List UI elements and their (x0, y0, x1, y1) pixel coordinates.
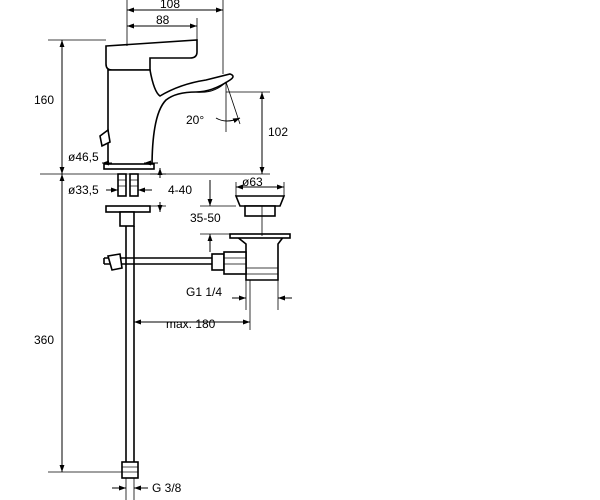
dimension-labels: 108 88 160 20° 102 ø46,5 ø33,5 4-40 ø63 … (34, 0, 288, 495)
label-hose-length: 360 (34, 333, 54, 347)
label-spout-height: 102 (268, 125, 288, 139)
label-waste-thread: G1 1/4 (186, 285, 222, 299)
shank-and-hose (105, 173, 151, 479)
label-shank-diameter: ø33,5 (68, 183, 99, 197)
label-waste-depth: 35-50 (190, 211, 221, 225)
label-hose-thread: G 3/8 (152, 481, 182, 495)
label-waste-diameter: ø63 (242, 175, 263, 189)
label-base-diameter: ø46,5 (68, 150, 99, 164)
waste-assembly (223, 195, 291, 281)
label-pull-rod-length: max. 180 (166, 317, 216, 331)
label-height-top: 160 (34, 93, 54, 107)
dimension-lines (48, 0, 292, 500)
label-spout-angle: 20° (186, 113, 204, 127)
faucet-body (40, 39, 234, 175)
pull-rod (103, 253, 225, 271)
label-total-width: 108 (160, 0, 180, 11)
label-deck-thickness: 4-40 (168, 183, 192, 197)
label-lever-width: 88 (156, 13, 170, 27)
